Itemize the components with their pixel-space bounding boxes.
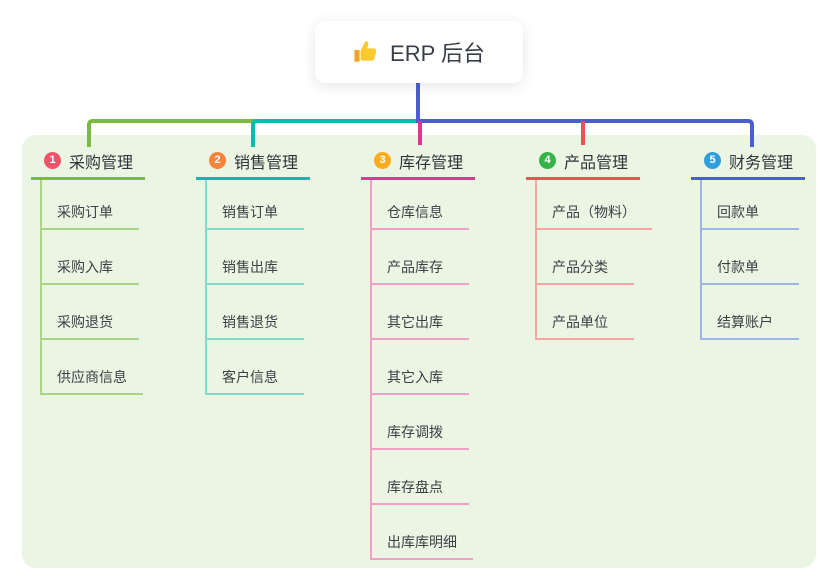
branch-badge: 1 bbox=[44, 152, 61, 169]
branch-label-text: 财务管理 bbox=[729, 154, 794, 172]
branch-children: 产品（物料） 产品分类 产品单位 bbox=[535, 180, 652, 340]
branch-badge: 3 bbox=[374, 152, 391, 169]
branch-node-sales[interactable]: 2 销售管理 bbox=[196, 149, 310, 180]
child-node[interactable]: 其它出库 bbox=[372, 285, 469, 340]
child-node[interactable]: 销售订单 bbox=[207, 180, 304, 230]
child-node[interactable]: 付款单 bbox=[702, 230, 799, 285]
child-node[interactable]: 产品单位 bbox=[537, 285, 634, 340]
child-node[interactable]: 采购退货 bbox=[42, 285, 139, 340]
child-node[interactable]: 产品（物料） bbox=[537, 180, 652, 230]
root-node[interactable]: ERP 后台 bbox=[315, 21, 523, 83]
branch-children: 销售订单 销售出库 销售退货 客户信息 bbox=[205, 180, 310, 395]
child-node[interactable]: 产品库存 bbox=[372, 230, 469, 285]
child-node[interactable]: 其它入库 bbox=[372, 340, 469, 395]
branch-column-inventory: 3 库存管理 仓库信息 产品库存 其它出库 其它入库 库存调拨 库存盘点 出库库… bbox=[361, 149, 475, 560]
child-node[interactable]: 库存调拨 bbox=[372, 395, 469, 450]
mindmap-panel bbox=[22, 135, 816, 568]
branch-column-product: 4 产品管理 产品（物料） 产品分类 产品单位 bbox=[526, 149, 652, 340]
root-title: ERP 后台 bbox=[390, 41, 485, 66]
thumbs-up-icon bbox=[354, 41, 377, 62]
branch-column-sales: 2 销售管理 销售订单 销售出库 销售退货 客户信息 bbox=[196, 149, 310, 395]
child-node[interactable]: 采购入库 bbox=[42, 230, 139, 285]
branch-children: 仓库信息 产品库存 其它出库 其它入库 库存调拨 库存盘点 出库库明细 bbox=[370, 180, 475, 560]
branch-children: 采购订单 采购入库 采购退货 供应商信息 bbox=[40, 180, 145, 395]
child-node[interactable]: 出库库明细 bbox=[372, 505, 473, 560]
child-node[interactable]: 采购订单 bbox=[42, 180, 139, 230]
branch-badge: 2 bbox=[209, 152, 226, 169]
branch-column-purchase: 1 采购管理 采购订单 采购入库 采购退货 供应商信息 bbox=[31, 149, 145, 395]
branch-node-inventory[interactable]: 3 库存管理 bbox=[361, 149, 475, 180]
branch-badge: 4 bbox=[539, 152, 556, 169]
branch-node-purchase[interactable]: 1 采购管理 bbox=[31, 149, 145, 180]
child-node[interactable]: 销售出库 bbox=[207, 230, 304, 285]
child-node[interactable]: 结算账户 bbox=[702, 285, 799, 340]
branch-badge: 5 bbox=[704, 152, 721, 169]
child-node[interactable]: 产品分类 bbox=[537, 230, 634, 285]
branch-label-text: 库存管理 bbox=[399, 154, 464, 172]
child-node[interactable]: 回款单 bbox=[702, 180, 799, 230]
child-node[interactable]: 仓库信息 bbox=[372, 180, 469, 230]
branch-label-text: 销售管理 bbox=[234, 154, 299, 172]
branch-label-text: 产品管理 bbox=[564, 154, 629, 172]
child-node[interactable]: 供应商信息 bbox=[42, 340, 143, 395]
child-node[interactable]: 库存盘点 bbox=[372, 450, 469, 505]
child-node[interactable]: 客户信息 bbox=[207, 340, 304, 395]
child-node[interactable]: 销售退货 bbox=[207, 285, 304, 340]
branch-children: 回款单 付款单 结算账户 bbox=[700, 180, 805, 340]
branch-label-text: 采购管理 bbox=[69, 154, 134, 172]
branch-column-finance: 5 财务管理 回款单 付款单 结算账户 bbox=[691, 149, 805, 340]
branch-node-finance[interactable]: 5 财务管理 bbox=[691, 149, 805, 180]
branch-node-product[interactable]: 4 产品管理 bbox=[526, 149, 640, 180]
